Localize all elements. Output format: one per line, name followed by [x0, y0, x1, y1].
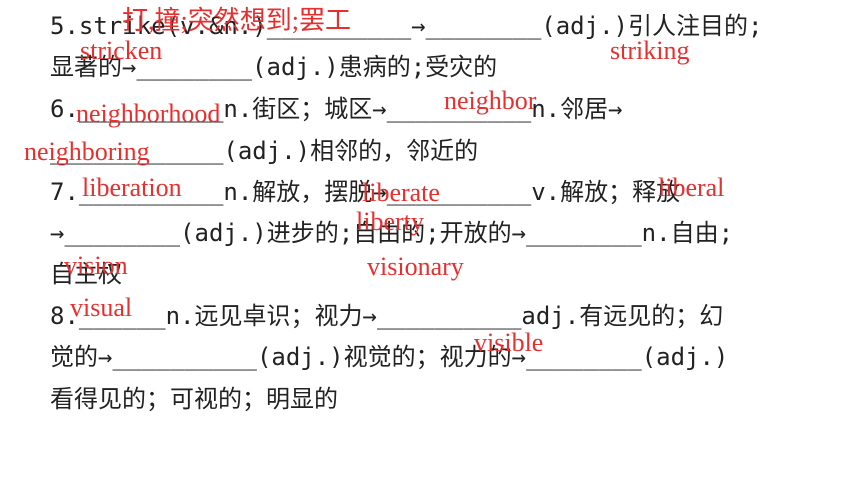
item-6-line-2: ____________(adj.)相邻的，邻近的: [50, 137, 479, 165]
answer-visible: visible: [474, 328, 544, 357]
answer-liberate: liberate: [362, 178, 440, 207]
item-5-line-1: 5.strike(v.&n.)__________→________(adj.)…: [50, 12, 763, 40]
answer-neighboring: neighboring: [24, 137, 150, 166]
answer-liberty: liberty: [356, 207, 424, 236]
item-6-line-1: 6.__________n.街区；城区→__________n.邻居→: [50, 95, 623, 123]
item-7-line-2: →________(adj.)进步的;自由的;开放的→________n.自由;: [50, 219, 734, 247]
answer-neighborhood: neighborhood: [76, 99, 221, 128]
item-7-line-1: 7.__________n.解放，摆脱→__________v.解放；释放: [50, 178, 681, 206]
answer-stricken: stricken: [80, 36, 163, 65]
item-8-line-3: 看得见的；可视的；明显的: [50, 385, 338, 413]
item-8-line-1: 8.______n.远见卓识；视力→__________adj.有远见的；幻: [50, 302, 724, 330]
answer-liberation: liberation: [82, 173, 182, 202]
item-5-line-2: 显著的→________(adj.)患病的;受灾的: [50, 53, 498, 81]
item-8-line-2: 觉的→__________(adj.)视觉的；视力的→________(adj.…: [50, 343, 729, 371]
answer-liberal: liberal: [658, 173, 725, 202]
item-7-line-3: 自主权: [50, 260, 122, 288]
answer-strike-meaning: 打,撞;突然想到;罢工: [122, 6, 351, 35]
answer-visual: visual: [70, 293, 133, 322]
answer-visionary: visionary: [367, 252, 464, 281]
answer-vision: vision: [64, 251, 128, 280]
answer-neighbor: neighbor: [444, 86, 537, 115]
answer-striking: striking: [610, 36, 690, 65]
